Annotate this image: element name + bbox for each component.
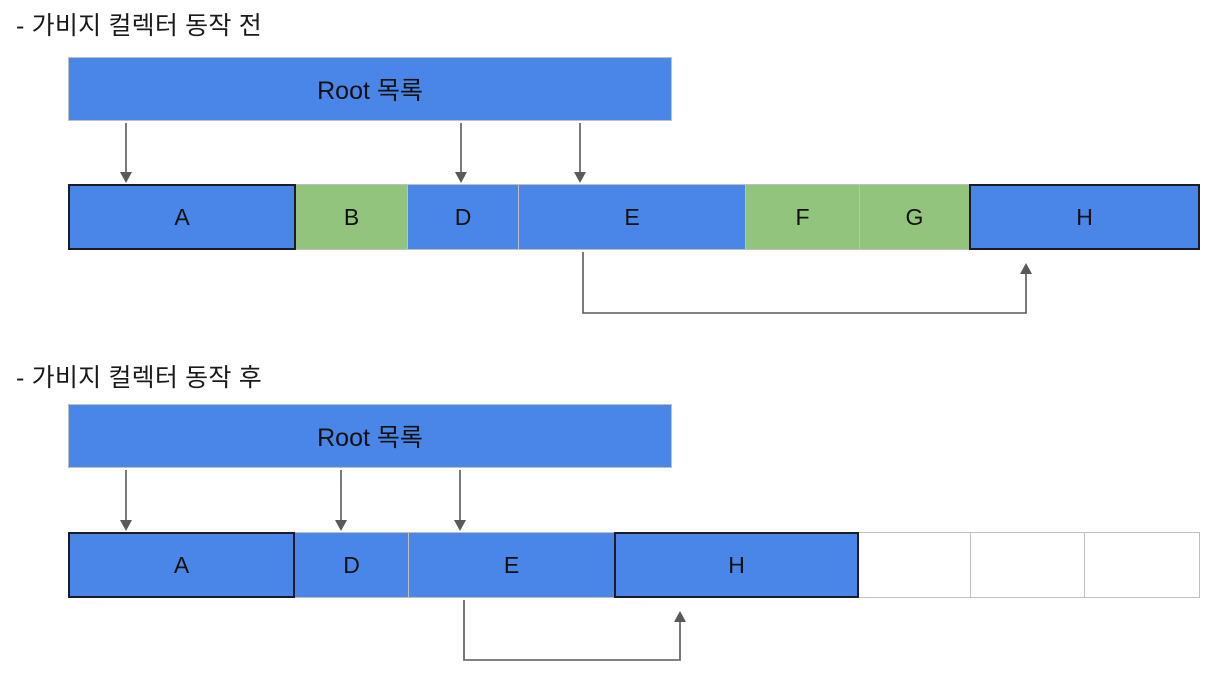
root-list-box-after: Root 목록 [68,404,672,468]
memory-cell-e: E [408,532,615,598]
memory-cell-label: B [343,203,360,230]
memory-cell-empty [858,532,971,598]
memory-cell-e: E [518,184,746,250]
after-reference-arrow-e-to-h-path [463,600,681,661]
memory-cell-label: A [174,203,190,230]
before-reference-arrow-e-to-h-path [582,252,1027,314]
before-root-arrow-to-d-head [455,172,467,183]
after-root-arrow-to-e-head [454,520,466,531]
memory-cell-label: D [454,203,472,230]
memory-cell-f: F [745,184,860,250]
heading-before-gc: - 가비지 컬렉터 동작 전 [16,12,262,40]
memory-cell-label: A [173,551,190,578]
root-list-box-before: Root 목록 [68,57,672,121]
memory-cell-label: H [728,551,745,578]
root-list-label: Root 목록 [317,424,423,452]
after-reference-arrow-e-to-h-head [674,611,686,622]
after-root-arrow-to-d-head [335,520,347,531]
memory-cell-empty [970,532,1085,598]
memory-cell-label: D [343,551,360,578]
memory-cell-label: F [795,203,810,230]
before-root-arrow-to-a-head [120,172,132,183]
memory-cell-a: A [68,532,295,598]
memory-cell-a: A [68,184,296,250]
memory-cell-label: E [624,203,640,230]
memory-cell-d: D [407,184,519,250]
memory-cell-d: D [294,532,409,598]
heading-after-gc: - 가비지 컬렉터 동작 후 [16,364,262,392]
memory-cell-h: H [614,532,859,598]
memory-cell-h: H [969,184,1200,250]
memory-cell-b: B [295,184,408,250]
memory-cell-label: G [905,203,924,230]
memory-cell-label: E [503,551,520,578]
memory-cell-g: G [859,184,970,250]
memory-cell-label: H [1076,203,1093,230]
before-root-arrow-to-e-head [574,172,586,183]
before-reference-arrow-e-to-h-head [1020,263,1032,274]
root-list-label: Root 목록 [317,77,423,105]
after-root-arrow-to-a-head [120,520,132,531]
memory-cell-empty [1084,532,1200,598]
